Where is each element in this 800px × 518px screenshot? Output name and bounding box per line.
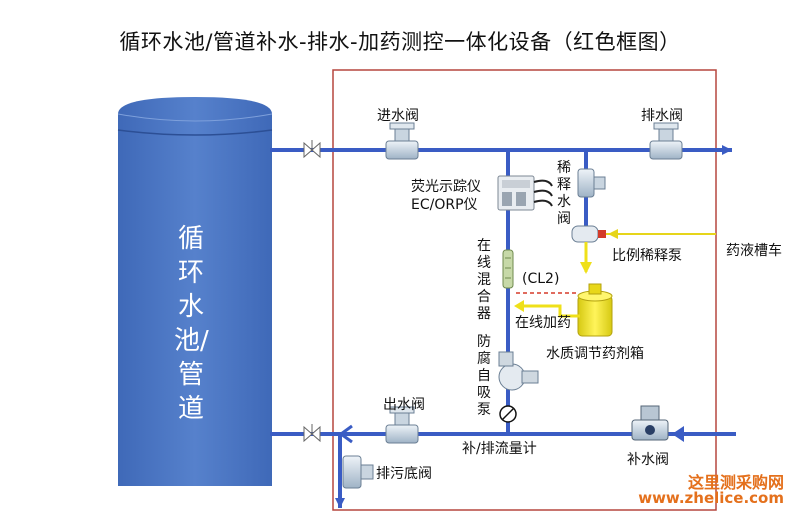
bottom-drain-valve-label: 排污底阀	[376, 466, 432, 482]
self-priming-pump-label: 防腐自吸泵	[477, 334, 491, 418]
self-priming-pump	[498, 351, 539, 391]
drain-valve-label: 排水阀	[641, 108, 683, 124]
check-valve-bottom	[303, 424, 321, 443]
equipment-frame	[332, 69, 717, 511]
inline-mixer-label: 在线混合器	[477, 238, 491, 322]
diagram-title: 循环水池/管道补水-排水-加药测控一体化设备（红色框图）	[119, 30, 681, 54]
inflow-arrow	[340, 424, 355, 444]
inline-mixer	[502, 249, 514, 289]
watermark-title: 这里测采购网	[687, 473, 784, 492]
dilution-valve	[577, 168, 606, 198]
outlet-valve-label: 出水阀	[383, 397, 425, 413]
treatment-tank-label: 水质调节药剂箱	[546, 346, 644, 362]
fluorometer-label: 荧光示踪仪	[411, 179, 481, 195]
makeup-valve-label: 补水阀	[627, 452, 669, 468]
tanker-label: 药液槽车	[726, 243, 782, 259]
check-valve-top	[303, 140, 321, 159]
tank-label: 循环水池/管道	[174, 224, 209, 424]
circulating-tank	[117, 97, 273, 486]
makeup-inlet-arrow	[672, 426, 684, 442]
proportional-pump-label: 比例稀释泵	[612, 248, 682, 264]
fluorometer-instrument	[497, 175, 553, 211]
flow-meter	[499, 405, 517, 423]
inlet-valve-label: 进水阀	[377, 108, 419, 124]
inlet-valve	[385, 122, 419, 160]
outlet-valve	[385, 406, 419, 444]
watermark-url: www.zhelice.com	[638, 489, 784, 507]
drain-valve	[649, 122, 683, 160]
bottom-drain-valve	[342, 455, 374, 489]
dilution-valve-label: 稀释水阀	[557, 160, 571, 227]
ec-orp-label: EC/ORP仪	[411, 197, 478, 213]
makeup-valve	[631, 405, 669, 441]
treatment-tank	[577, 283, 613, 337]
flow-meter-label: 补/排流量计	[462, 441, 537, 457]
online-dosing-label: 在线加药	[515, 315, 571, 331]
cl2-label: (CL2)	[522, 271, 560, 287]
